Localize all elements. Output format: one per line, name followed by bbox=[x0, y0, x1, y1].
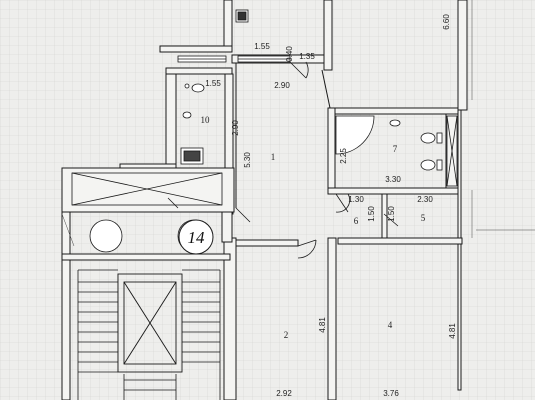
dim-1-35: 1.35 bbox=[299, 52, 315, 61]
dim-2-92: 2.92 bbox=[276, 389, 292, 398]
dim-1-55-bath: 1.55 bbox=[205, 79, 221, 88]
room-label-10: 10 bbox=[201, 115, 211, 125]
dim-1-30: 1.30 bbox=[348, 195, 364, 204]
dim-4-81-right: 4.81 bbox=[448, 323, 457, 339]
room-label-5: 5 bbox=[421, 213, 426, 223]
doors bbox=[167, 61, 399, 259]
dim-2-25: 2.25 bbox=[339, 148, 348, 164]
dim-1-55-top: 1.55 bbox=[254, 42, 270, 51]
ventilation-shaft bbox=[71, 172, 223, 206]
staircase bbox=[77, 269, 221, 400]
dimension-lines bbox=[61, 0, 535, 247]
upper-rooms bbox=[70, 0, 331, 213]
dim-3-76: 3.76 bbox=[383, 389, 399, 398]
dim-2-30: 2.30 bbox=[417, 195, 433, 204]
room-label-1: 1 bbox=[271, 152, 276, 162]
dim-4-81-left: 4.81 bbox=[318, 317, 327, 333]
dim-6-60: 6.60 bbox=[442, 14, 451, 30]
room-label-4: 4 bbox=[388, 320, 393, 330]
room-label-7: 7 bbox=[393, 144, 398, 154]
window-marks bbox=[177, 55, 291, 63]
room-label-2: 2 bbox=[284, 330, 289, 340]
dim-2-90-v: 2.90 bbox=[231, 120, 240, 136]
dim-3-30: 3.30 bbox=[385, 175, 401, 184]
elevator-shaft bbox=[117, 273, 183, 373]
dim-0-40: 0.40 bbox=[285, 46, 294, 62]
room-label-6: 6 bbox=[354, 216, 359, 226]
dim-1-50-b: 1.50 bbox=[387, 206, 396, 222]
dim-2-90-h: 2.90 bbox=[274, 81, 290, 90]
apartment-number-circle bbox=[178, 219, 214, 255]
dim-5-30: 5.30 bbox=[243, 152, 252, 168]
bathroom-shaft bbox=[446, 115, 458, 187]
apartment-number: 14 bbox=[188, 228, 206, 247]
dim-1-50-a: 1.50 bbox=[367, 206, 376, 222]
